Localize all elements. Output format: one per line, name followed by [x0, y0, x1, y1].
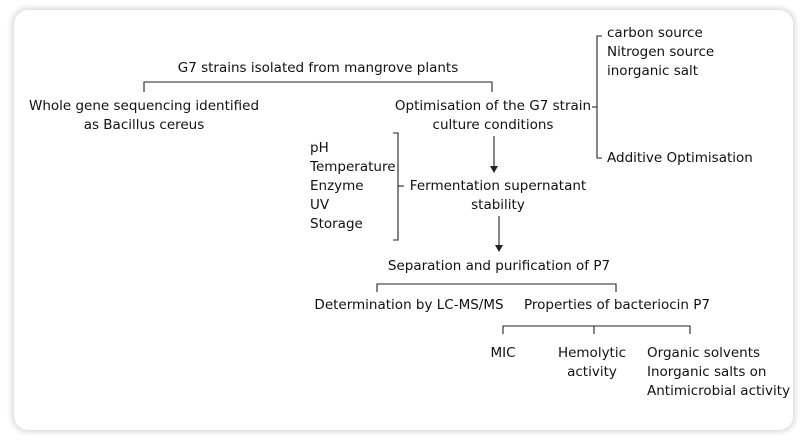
node-organic-line3: Antimicrobial activity: [647, 383, 791, 399]
node-hemolytic-line1: Hemolytic: [557, 345, 627, 361]
node-lcms: Determination by LC-MS/MS: [314, 297, 504, 313]
bracket-g7: [143, 81, 493, 92]
factor-temperature: Temperature: [310, 159, 396, 175]
node-properties: Properties of bacteriocin P7: [524, 297, 710, 313]
node-fermentation-line2: stability: [471, 197, 525, 213]
factor-ph: pH: [310, 140, 329, 156]
diagram-frame: [14, 10, 793, 430]
node-whole-gene: Whole gene sequencing identified as Baci…: [20, 97, 268, 135]
node-organic-line2: Inorganic salts on: [647, 364, 767, 380]
node-whole-gene-line2: as Bacillus cereus: [83, 117, 205, 133]
node-stability-factors: pH Temperature Enzyme UV Storage: [310, 139, 396, 234]
node-optimisation-line2: culture conditions: [432, 117, 554, 133]
bracket-culture: [596, 35, 602, 159]
node-fermentation-line1: Fermentation supernatant: [409, 178, 587, 194]
node-separation: Separation and purification of P7: [387, 258, 611, 274]
factor-uv: UV: [310, 197, 330, 213]
node-culture-factors: carbon source Nitrogen source inorganic …: [607, 24, 714, 81]
factor-salt: inorganic salt: [607, 63, 699, 79]
node-organic-line1: Organic solvents: [647, 345, 761, 361]
factor-nitrogen: Nitrogen source: [607, 44, 715, 60]
node-g7-strains: G7 strains isolated from mangrove plants: [177, 60, 459, 76]
node-optimisation-line1: Optimisation of the G7 strain: [394, 98, 592, 114]
node-additive: Additive Optimisation: [607, 150, 753, 166]
node-mic: MIC: [490, 345, 516, 361]
node-fermentation: Fermentation supernatant stability: [408, 177, 588, 215]
node-hemolytic-line2: activity: [567, 364, 617, 380]
node-organic: Organic solvents Inorganic salts on Anti…: [647, 344, 790, 401]
node-optimisation: Optimisation of the G7 strain culture co…: [394, 97, 592, 135]
bracket-properties: [502, 325, 691, 334]
node-hemolytic: Hemolytic activity: [552, 344, 632, 382]
factor-carbon: carbon source: [607, 25, 703, 41]
bracket-separation: [376, 283, 617, 292]
node-whole-gene-line1: Whole gene sequencing identified: [28, 98, 260, 114]
factor-storage: Storage: [310, 216, 363, 232]
factor-enzyme: Enzyme: [310, 178, 364, 194]
